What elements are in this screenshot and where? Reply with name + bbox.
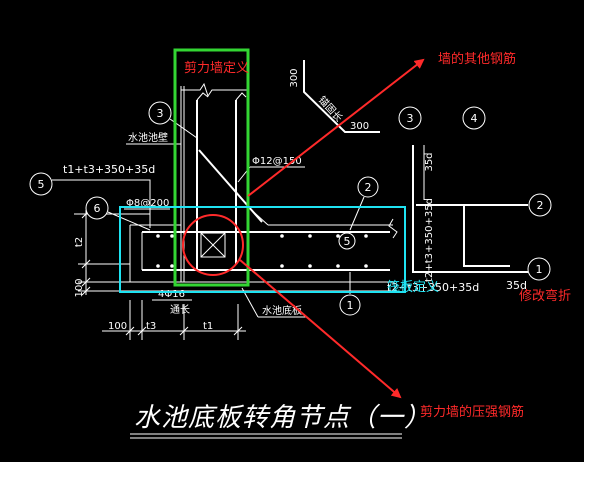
marker-right-2: 2 <box>528 193 552 217</box>
right-length-vertical: t2+t3+350+35d <box>424 198 435 282</box>
rebar-shape-4 <box>463 205 510 267</box>
rebar-dot <box>280 234 284 238</box>
bent-bar-shape <box>303 60 380 133</box>
corner-box-frame <box>200 232 226 258</box>
dim-tick <box>81 286 91 296</box>
marker-number: 2 <box>537 199 544 212</box>
marker-number: 3 <box>157 107 164 120</box>
marker-number: 6 <box>94 202 101 215</box>
wall-rebar-hook-2 <box>235 92 247 101</box>
dim-tick <box>125 326 135 336</box>
wall-break-line <box>181 82 247 98</box>
detail-labels: 水池池壁 Φ12@150 Φ8@200 t1+t3+350+35d 4Φ16 通… <box>52 131 306 318</box>
marker-number: 5 <box>344 235 351 248</box>
haunch-line <box>246 205 269 226</box>
marker-circle <box>338 232 356 250</box>
rebar-dot <box>336 234 340 238</box>
rebar-dot <box>170 264 174 268</box>
marker-wall-3: 3 <box>148 101 198 139</box>
marker-circle <box>398 106 422 130</box>
marker-number: 1 <box>536 263 543 276</box>
dim-300-horizontal: 300 <box>350 121 369 132</box>
arrow-to-pressure-rebar <box>239 259 402 399</box>
right-35d-vertical: 35d <box>424 152 435 171</box>
rebar-dot <box>364 234 368 238</box>
left-length-label: t1+t3+350+35d <box>63 163 155 176</box>
wall-rebar-hook <box>196 92 209 101</box>
marker-circle <box>339 294 361 316</box>
dim-t2: t2 <box>74 237 85 247</box>
rebar-dot <box>156 264 160 268</box>
left-length-line <box>52 179 151 228</box>
raft-highlight-box <box>119 206 406 293</box>
rebar-d12-label: Φ12@150 <box>252 156 302 167</box>
dim-100-vertical: 100 <box>74 278 85 297</box>
corner-box-cross-2 <box>200 232 226 258</box>
marker-number: 3 <box>407 112 414 125</box>
marker-circle <box>148 101 172 125</box>
rebar-dot <box>308 234 312 238</box>
marker-circle <box>357 176 379 198</box>
marker-number: 1 <box>347 299 354 312</box>
left-dimensions: t2 100 <box>74 209 150 298</box>
rebar-dot <box>156 234 160 238</box>
dim-t3: t3 <box>146 321 156 332</box>
rebar-4d16-label: 4Φ16 <box>158 289 185 300</box>
modify-bend-note: 修改弯折 <box>519 288 571 304</box>
marker-slab-5: 5 <box>338 232 356 250</box>
marker-right-3: 3 <box>398 106 422 130</box>
marker-leader <box>107 211 151 231</box>
marker-number: 5 <box>38 178 45 191</box>
rebar-dot <box>170 234 174 238</box>
dim-tick <box>179 326 189 336</box>
marker-number: 2 <box>365 181 372 194</box>
shear-wall-definition-note: 剪力墙定义 <box>184 60 249 76</box>
rebar-dots <box>156 234 368 268</box>
pressure-rebar-highlight-circle <box>182 214 244 276</box>
marker-slab-1: 1 <box>339 272 361 316</box>
dim-t1: t1 <box>203 321 213 332</box>
rebar-shape-1 <box>412 145 528 273</box>
pool-slab-label: 水池底板 <box>262 304 302 317</box>
marker-slab-2: 2 <box>349 176 379 231</box>
dim-100-horizontal: 100 <box>108 321 127 332</box>
raft-definition-note: 筏板定义 <box>387 279 439 295</box>
marker-number: 4 <box>471 112 478 125</box>
rebar-dot <box>308 264 312 268</box>
rebar-schedule: 35d t2+t3+350+35d t2+t3+350+35d 35d <box>387 145 528 294</box>
slab-break-top <box>388 218 398 239</box>
marker-circle <box>527 257 551 281</box>
marker-right-4: 4 <box>462 106 486 130</box>
marker-left-6: 6 <box>85 196 151 231</box>
bottom-dimensions: 100 t3 t1 <box>102 300 246 340</box>
rebar-d8-label: Φ8@200 <box>126 198 169 209</box>
dim-tick <box>81 259 91 269</box>
dim-tick <box>81 277 91 287</box>
marker-circle <box>462 106 486 130</box>
through-label: 通长 <box>170 304 190 316</box>
shear-wall-highlight-box <box>173 48 250 287</box>
rebar-dot <box>336 264 340 268</box>
right-35d-horizontal: 35d <box>506 279 527 292</box>
marker-left-5: 5 <box>29 172 53 196</box>
wall-other-rebar-note: 墙的其他钢筋 <box>438 51 516 67</box>
pressure-rebar-note: 剪力墙的压强钢筋 <box>420 404 524 420</box>
marker-circle <box>528 193 552 217</box>
dim-tick <box>137 326 147 336</box>
right-length-horizontal: t2+t3+350+35d <box>387 281 479 294</box>
dim-300-vertical: 300 <box>289 68 300 87</box>
drawing-title: 水池底板转角节点（一） <box>134 403 431 433</box>
marker-right-1: 1 <box>527 257 551 281</box>
arrow-to-wall-other-rebar <box>247 58 425 197</box>
rebar-dot <box>364 264 368 268</box>
marker-leader <box>349 196 365 231</box>
pool-wall-label: 水池池壁 <box>128 131 168 144</box>
rebar-dot <box>280 264 284 268</box>
corner-box <box>200 232 226 258</box>
marker-circle <box>85 196 109 220</box>
marker-circle <box>29 172 53 196</box>
dim-tick <box>233 326 243 336</box>
